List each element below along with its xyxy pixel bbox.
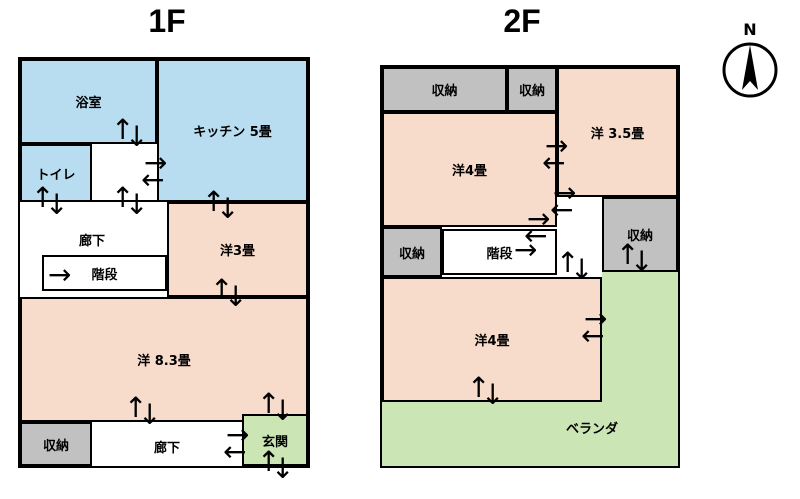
floor2-title: 2F bbox=[503, 3, 541, 39]
arrow-up-icon: ↑ bbox=[257, 387, 281, 420]
arrow-up-icon: ↑ bbox=[257, 445, 281, 478]
room-bathroom: 浴室 bbox=[20, 59, 157, 144]
arrow-right-icon: → bbox=[514, 233, 538, 266]
hallway-upper-label: 廊下 bbox=[78, 233, 105, 249]
arrow-right-icon: → bbox=[48, 258, 72, 291]
storage-right: 収納 bbox=[602, 197, 678, 272]
storage-left-label: 収納 bbox=[398, 246, 425, 262]
arrow-up-icon: ↑ bbox=[31, 181, 55, 214]
arrow-right-icon: → bbox=[527, 202, 551, 235]
arrow-up-icon: ↑ bbox=[210, 273, 234, 306]
room-toilet: トイレ bbox=[20, 144, 92, 202]
room-western-3: 洋3畳 bbox=[167, 202, 308, 297]
arrow-down-icon: ↓ bbox=[570, 253, 594, 286]
storage-left: 収納 bbox=[382, 227, 442, 277]
arrow-down-icon: ↓ bbox=[125, 188, 149, 221]
storage-right-label: 収納 bbox=[626, 229, 653, 244]
arrow-left-icon: ← bbox=[223, 435, 247, 468]
arrow-left-icon: ← bbox=[524, 219, 548, 252]
arrow-down-icon: ↓ bbox=[216, 192, 240, 225]
wall-segment bbox=[92, 200, 157, 202]
arrow-down-icon: ↓ bbox=[138, 398, 162, 431]
room-western-4-lower: 洋4畳 bbox=[382, 277, 602, 402]
compass-needle-icon bbox=[722, 42, 778, 98]
arrow-up-icon: ↑ bbox=[111, 113, 135, 146]
room-western-8-3-label: 洋 8.3畳 bbox=[137, 354, 191, 369]
room-toilet-label: トイレ bbox=[36, 167, 76, 183]
room-western-8-3: 洋 8.3畳 bbox=[20, 297, 308, 422]
arrow-right-icon: → bbox=[226, 418, 250, 451]
arrow-down-icon: ↓ bbox=[224, 280, 248, 313]
room-western-3-label: 洋3畳 bbox=[219, 244, 256, 259]
storage-top-mid: 収納 bbox=[507, 67, 557, 112]
room-kitchen-label: キッチン 5畳 bbox=[193, 125, 272, 140]
hallway-lower-label: 廊下 bbox=[153, 440, 180, 456]
storage-top-left-label: 収納 bbox=[431, 84, 458, 99]
storage-top-left: 収納 bbox=[382, 67, 507, 112]
stairs-2f-label: 階段 bbox=[486, 246, 513, 262]
floor1-plan: 浴室 キッチン 5畳 トイレ 廊下 階段 洋3畳 洋 8.3畳 収納 廊下 玄関 bbox=[18, 57, 310, 468]
compass: N bbox=[718, 20, 782, 100]
stairs-1f-label: 階段 bbox=[91, 267, 118, 283]
room-western-4-upper-label: 洋4畳 bbox=[451, 164, 488, 179]
arrow-left-icon: ← bbox=[141, 163, 165, 196]
arrow-up-icon: ↑ bbox=[556, 246, 580, 279]
arrow-down-icon: ↓ bbox=[45, 188, 69, 221]
arrow-right-icon: → bbox=[545, 129, 569, 162]
veranda-bottom bbox=[382, 402, 678, 466]
room-western-3-5-label: 洋 3.5畳 bbox=[590, 126, 645, 142]
arrow-up-icon: ↑ bbox=[202, 185, 226, 218]
arrow-right-icon: → bbox=[144, 146, 168, 179]
arrow-down-icon: ↓ bbox=[481, 378, 505, 411]
entrance-room: 玄関 bbox=[242, 414, 308, 466]
room-western-3-5: 洋 3.5畳 bbox=[557, 67, 678, 197]
entrance-label: 玄関 bbox=[261, 434, 288, 450]
arrow-right-icon: → bbox=[553, 176, 577, 209]
arrow-up-icon: ↑ bbox=[616, 238, 640, 271]
arrow-down-icon: ↓ bbox=[271, 394, 295, 427]
arrow-right-icon: → bbox=[584, 302, 608, 335]
arrow-down-icon: ↓ bbox=[125, 120, 149, 153]
room-bathroom-label: 浴室 bbox=[75, 96, 102, 111]
arrow-up-icon: ↑ bbox=[467, 371, 491, 404]
arrow-down-icon: ↓ bbox=[630, 245, 654, 278]
arrow-up-icon: ↑ bbox=[124, 391, 148, 424]
compass-north-label: N bbox=[743, 20, 757, 39]
arrow-left-icon: ← bbox=[581, 319, 605, 352]
stairs-box-2f: 階段 bbox=[442, 229, 557, 275]
room-kitchen: キッチン 5畳 bbox=[157, 59, 308, 202]
arrow-left-icon: ← bbox=[550, 193, 574, 226]
room-western-4-lower-label: 洋4畳 bbox=[474, 334, 510, 349]
storage-1f-label: 収納 bbox=[42, 438, 69, 454]
room-western-4-upper: 洋4畳 bbox=[382, 112, 557, 227]
floor1-title: 1F bbox=[148, 3, 186, 39]
storage-1f: 収納 bbox=[20, 422, 92, 466]
veranda-label: ベランダ bbox=[565, 421, 618, 437]
arrow-left-icon: ← bbox=[542, 146, 566, 179]
storage-top-mid-label: 収納 bbox=[518, 84, 545, 99]
stairs-box-1f: 階段 bbox=[42, 255, 167, 291]
floor2-plan: 収納 収納 洋 3.5畳 洋4畳 収納 階段 収納 洋4畳 ベランダ bbox=[380, 65, 680, 468]
arrow-up-icon: ↑ bbox=[111, 181, 135, 214]
arrow-down-icon: ↓ bbox=[271, 452, 295, 485]
